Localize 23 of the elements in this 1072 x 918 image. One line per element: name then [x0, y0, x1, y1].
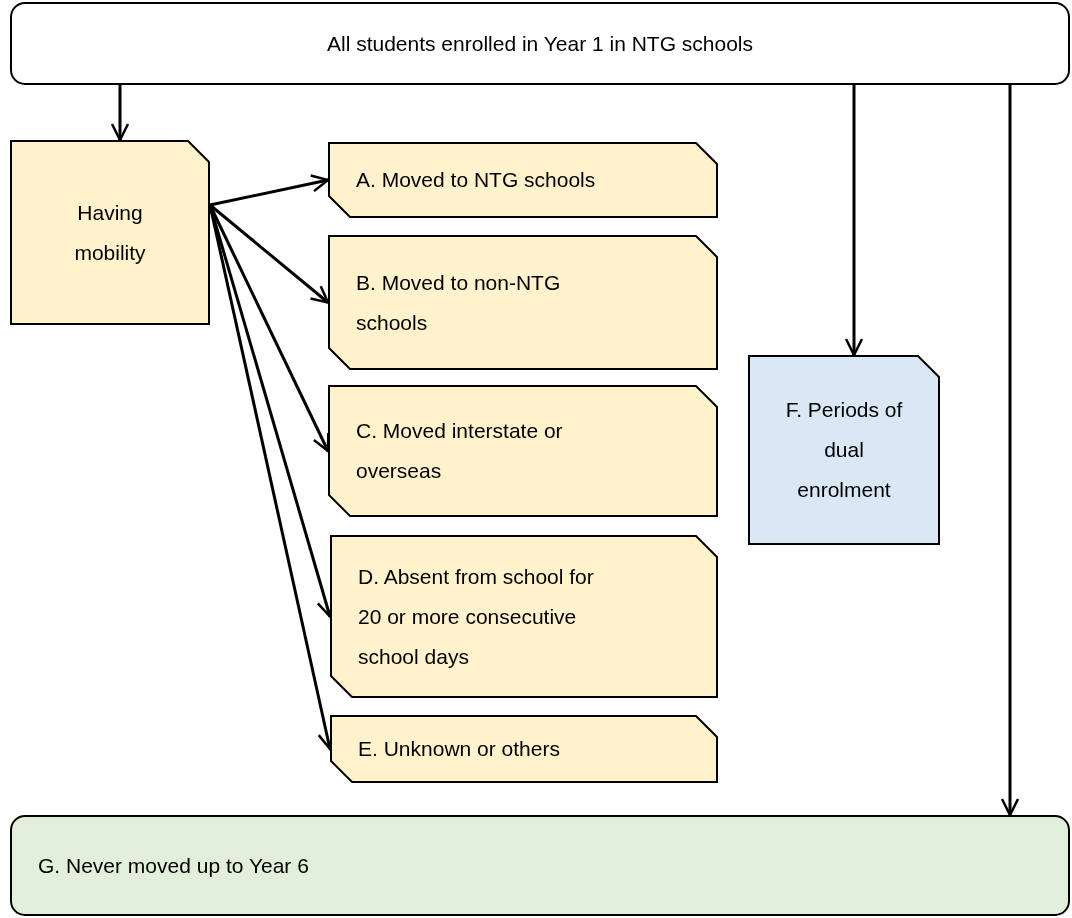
process-box [330, 715, 718, 783]
box-text: A. Moved to NTG schools [356, 167, 596, 193]
box-text: E. Unknown or others [358, 736, 560, 762]
box-text: All students enrolled in Year 1 in NTG schools [326, 30, 754, 57]
process-box [328, 385, 718, 517]
process-box [328, 142, 718, 218]
box-text: Having mobility [73, 199, 147, 266]
process-box [10, 2, 1070, 85]
arrow [110, 85, 130, 142]
arrow [844, 85, 864, 357]
box-text: C. Moved interstate or overseas [356, 418, 564, 484]
process-box [748, 355, 940, 545]
arrow [209, 174, 330, 207]
box-text: F. Periods of dual enrolment [784, 397, 904, 503]
box-text: G. Never moved up to Year 6 [38, 852, 309, 879]
process-box [10, 815, 1070, 916]
process-box [10, 140, 210, 325]
arrow [1000, 85, 1020, 817]
process-box [330, 535, 718, 698]
box-text: B. Moved to non-NTG schools [356, 269, 562, 336]
arrow [209, 203, 330, 304]
process-box [328, 235, 718, 370]
box-text: D. Absent from school for 20 or more consecutive school days [358, 563, 595, 670]
